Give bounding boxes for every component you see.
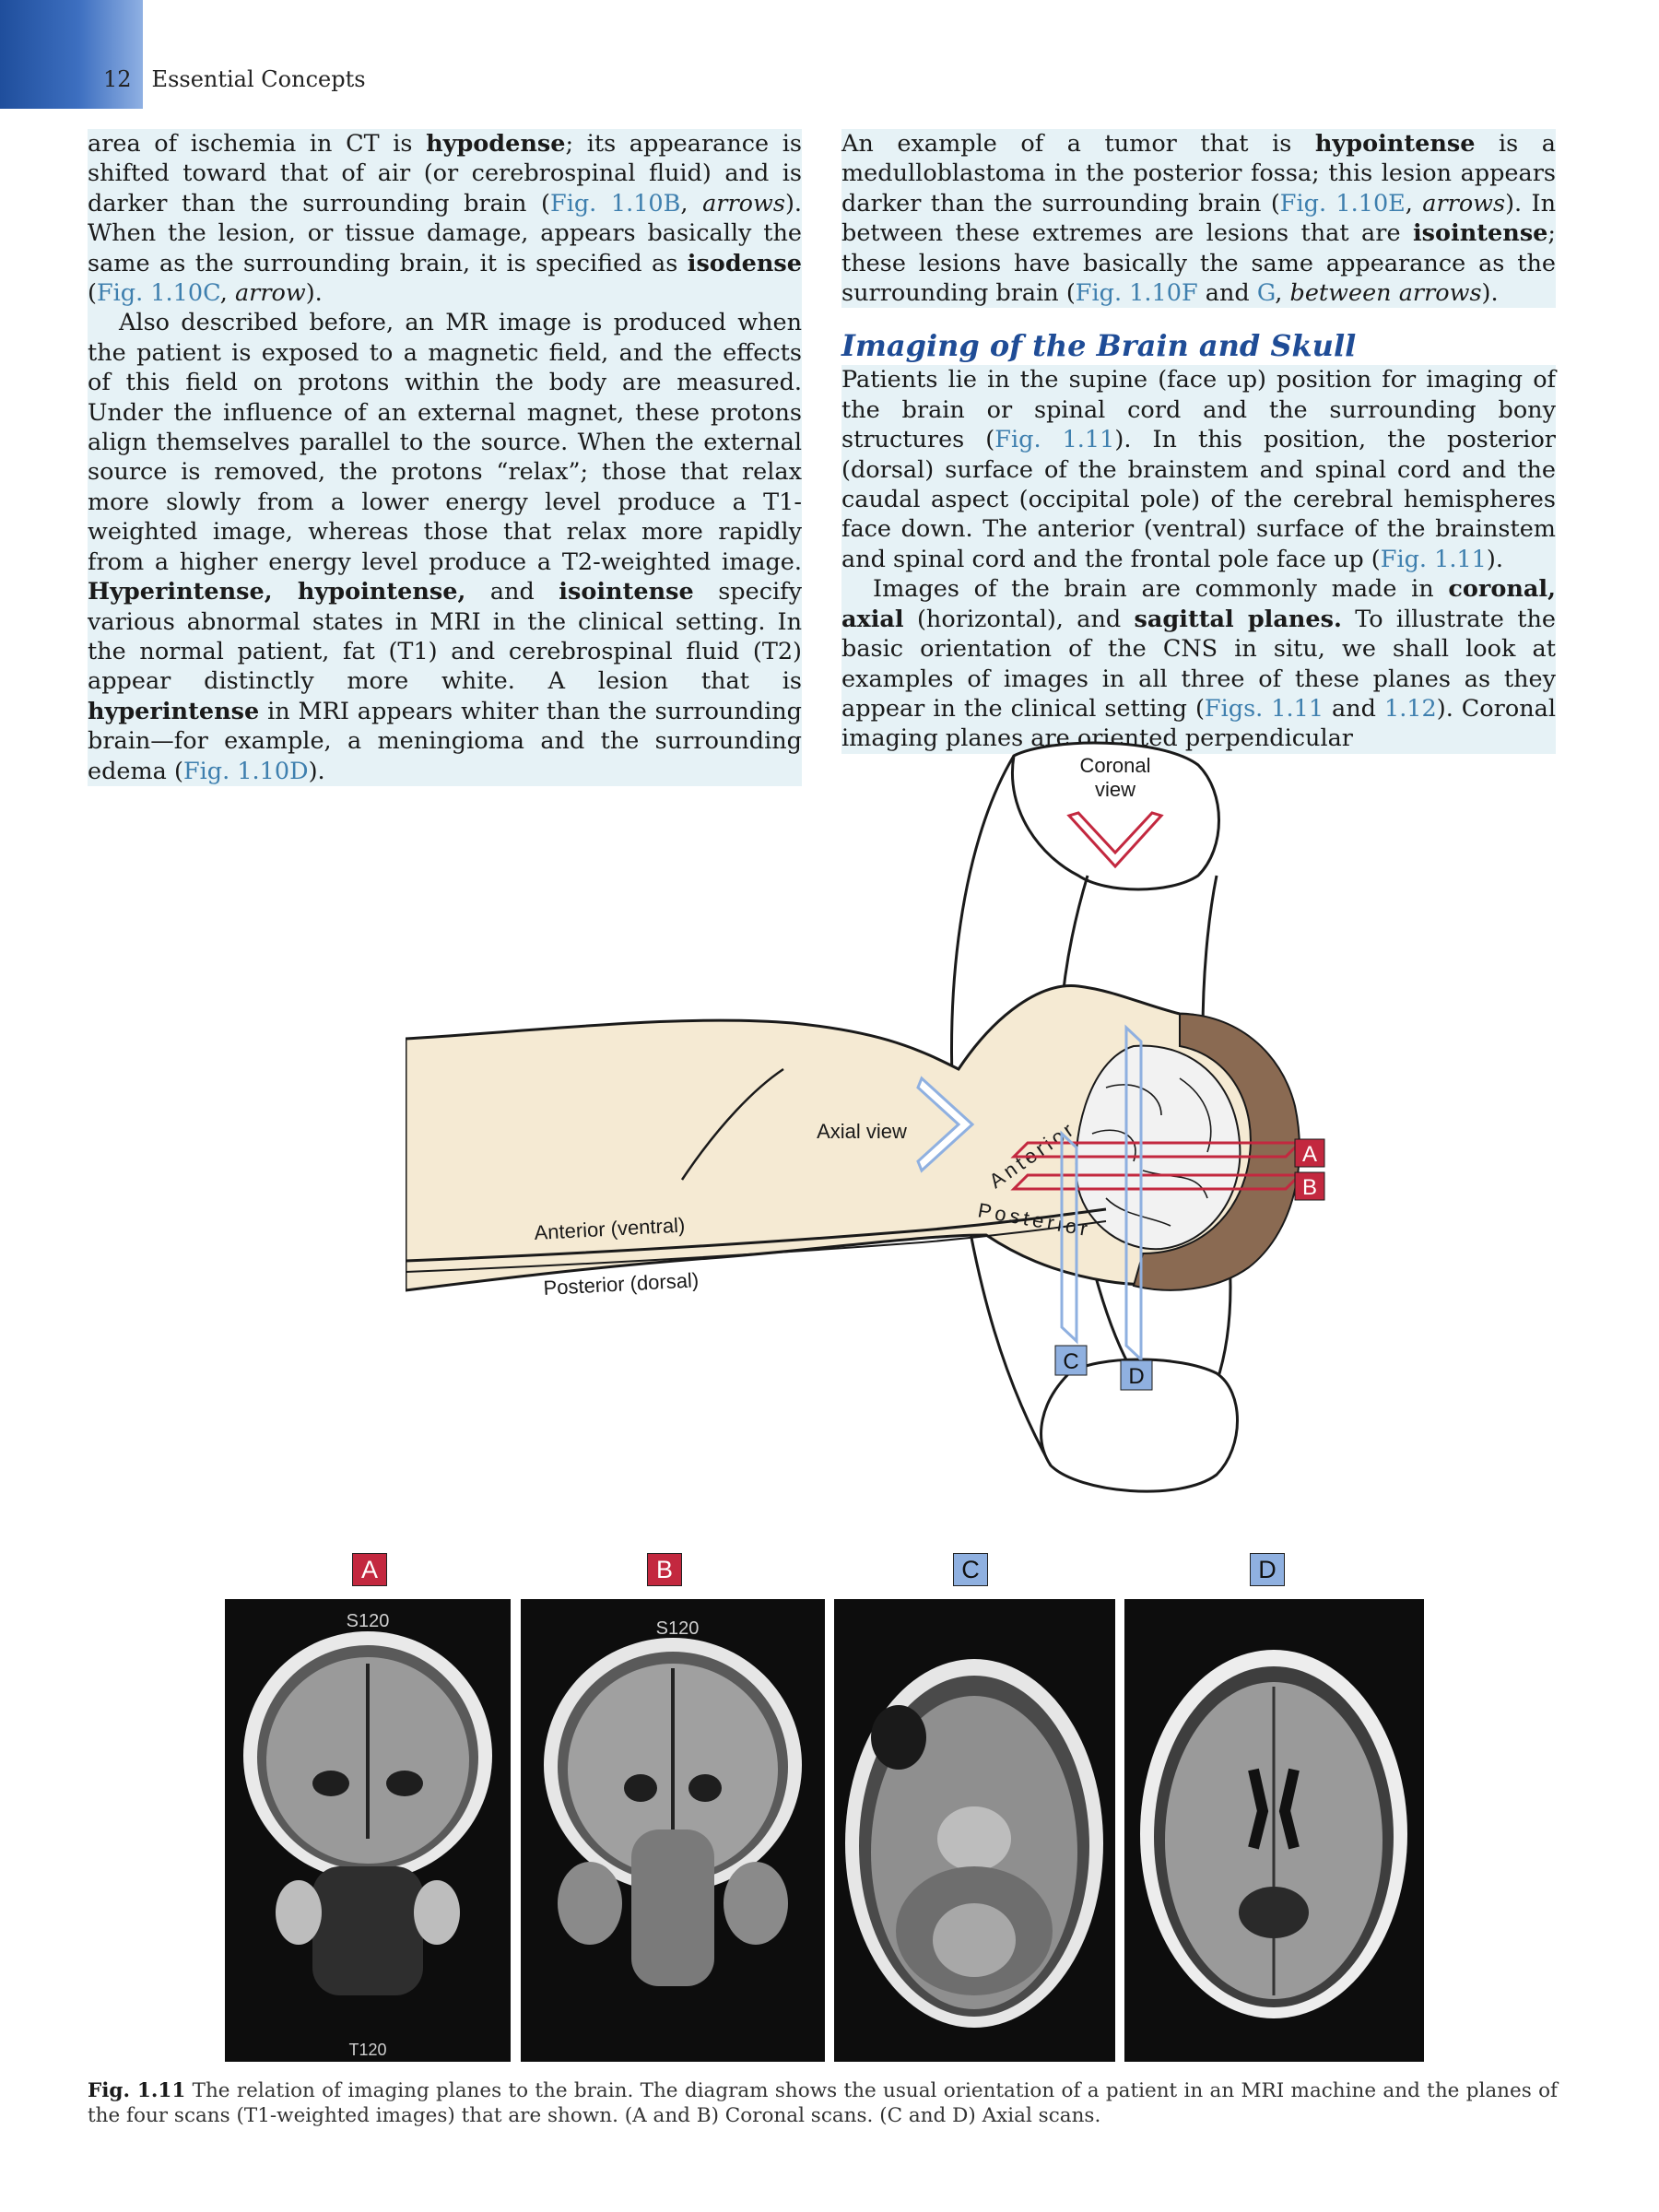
coronal-view-arrow <box>1066 811 1164 869</box>
left-paragraph-1: area of ischemia in CT is hypodense; its… <box>88 129 803 309</box>
figure-label: Fig. 1.11 <box>88 2079 186 2102</box>
fig-link[interactable]: Fig. 1.10B <box>550 189 681 218</box>
caption-text: The relation of imaging planes to the br… <box>88 2079 1558 2127</box>
fig-link[interactable]: Fig. 1.10C <box>96 279 220 308</box>
fig-link[interactable]: Fig. 1.10E <box>1279 189 1406 218</box>
right-paragraph-1: An example of a tumor that is hypointens… <box>841 129 1557 309</box>
plane-b-label: B <box>1302 1175 1317 1200</box>
running-head: 12 Essential Concepts <box>103 66 366 92</box>
fig-link[interactable]: Fig. 1.11 <box>1380 545 1487 573</box>
plane-c <box>1060 1130 1078 1345</box>
right-column: An example of a tumor that is hypointens… <box>841 129 1556 754</box>
fig-link[interactable]: Figs. 1.11 <box>1204 694 1324 723</box>
right-paragraph-2: Patients lie in the supine (face up) pos… <box>841 365 1556 575</box>
scan-d-label: D <box>1250 1553 1285 1586</box>
corner-tab <box>0 0 143 109</box>
page-number: 12 <box>103 66 132 92</box>
left-column: area of ischemia in CT is hypodense; its… <box>88 129 802 786</box>
scan-c-axial <box>834 1599 1115 2062</box>
posterior-dorsal-label: Posterior (dorsal) <box>543 1268 700 1300</box>
scan-d-axial <box>1124 1599 1424 2062</box>
fig-link[interactable]: Fig. 1.10D <box>182 757 309 785</box>
fig-link[interactable]: G <box>1256 279 1276 308</box>
scan-c-label: C <box>953 1553 988 1586</box>
left-paragraph-2: Also described before, an MR image is pr… <box>88 308 802 786</box>
mri-orientation-diagram: Coronal view Axial view Anterior Posteri… <box>406 741 1325 1493</box>
svg-text:S120: S120 <box>347 1611 390 1631</box>
scan-b-coronal: S120 <box>521 1599 825 2062</box>
spinal-cord <box>406 1207 1107 1263</box>
coronal-view-label: Coronal <box>1079 754 1150 777</box>
plane-d <box>1124 1024 1143 1363</box>
mri-bore <box>950 741 1239 1493</box>
svg-text:S120: S120 <box>656 1618 700 1639</box>
figure-caption: Fig. 1.11 The relation of imaging planes… <box>88 2078 1558 2128</box>
svg-text:T120: T120 <box>348 2041 386 2059</box>
axial-view-arrow <box>916 1076 975 1173</box>
section-title: Essential Concepts <box>151 66 366 92</box>
scan-b-label: B <box>647 1553 682 1586</box>
plane-a-label: A <box>1302 1142 1317 1167</box>
skull <box>1132 1012 1300 1291</box>
plane-c-label: C <box>1063 1349 1078 1374</box>
scan-a-label: A <box>352 1553 387 1586</box>
plane-d-label: D <box>1128 1364 1144 1389</box>
coronal-view-label-2: view <box>1095 778 1135 801</box>
right-paragraph-3: Images of the brain are commonly made in… <box>841 574 1556 754</box>
fig-link[interactable]: Fig. 1.11 <box>994 426 1115 454</box>
fig-link[interactable]: 1.12 <box>1383 694 1437 723</box>
scan-a-coronal: S120 T120 <box>225 1599 511 2062</box>
section-heading: Imaging of the Brain and Skull <box>841 328 1357 364</box>
fig-link[interactable]: Fig. 1.10F <box>1075 279 1198 308</box>
axial-view-label: Axial view <box>817 1120 907 1143</box>
